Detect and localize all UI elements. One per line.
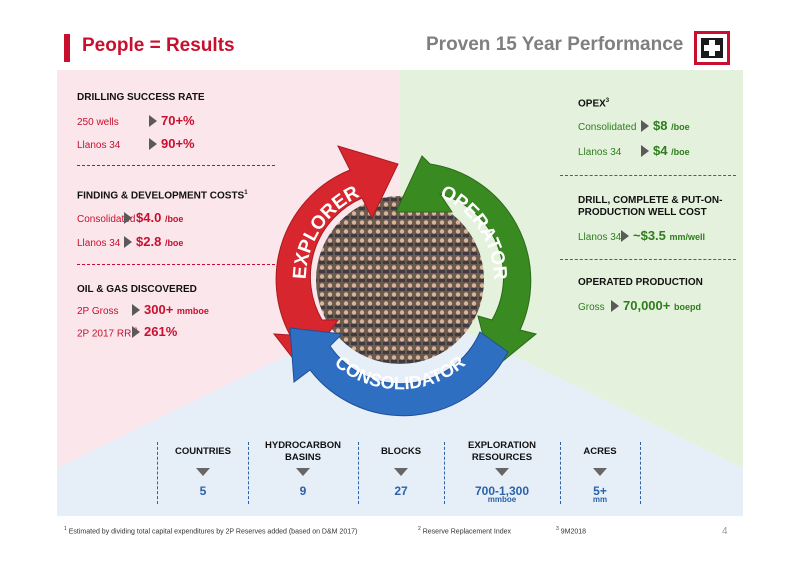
fd-heading: FINDING & DEVELOPMENT COSTS1 (77, 190, 248, 202)
stat-divider (157, 442, 158, 504)
fd-label-1: Consolidated (77, 214, 136, 225)
prod-heading: OPERATED PRODUCTION (578, 277, 703, 288)
stat-basins: HYDROCARBON BASINS 9 (265, 440, 341, 498)
opex-value-1: $8 /boe (653, 118, 690, 133)
arrow-right-icon (611, 300, 619, 312)
footnote-1: 1 Estimated by dividing total capital ex… (64, 526, 358, 536)
opex-heading: OPEX3 (578, 98, 610, 110)
opex-label-1: Consolidated (578, 122, 637, 133)
arrow-right-icon (149, 138, 157, 150)
drilling-heading: DRILLING SUCCESS RATE (77, 92, 205, 103)
fd-value-2: $2.8 /boe (136, 234, 184, 249)
stat-divider (640, 442, 641, 504)
arrow-right-icon (132, 304, 140, 316)
stat-divider (560, 442, 561, 504)
drill-value-1: ~$3.5 mm/well (633, 228, 706, 243)
fd-label-2: Llanos 34 (77, 238, 121, 249)
drilling-value-2: 90+% (161, 136, 195, 151)
drilling-label-2: Llanos 34 (77, 140, 121, 151)
stat-resources: EXPLORATION RESOURCES 700-1,300 mmboe (468, 440, 536, 504)
arrow-right-icon (124, 236, 132, 248)
opex-label-2: Llanos 34 (578, 147, 622, 158)
footnote-2: 2 Reserve Replacement Index (418, 526, 512, 536)
page-number: 4 (722, 526, 728, 537)
section-divider (77, 165, 275, 166)
arrow-right-icon (149, 115, 157, 127)
oil-value-1: 300+ mmboe (144, 302, 209, 317)
oil-label-1: 2P Gross (77, 306, 119, 317)
prod-label-1: Gross (578, 302, 605, 313)
section-divider (560, 175, 736, 176)
stat-divider (248, 442, 249, 504)
drilling-value-1: 70+% (161, 113, 195, 128)
arrow-right-icon (641, 145, 649, 157)
oil-value-2: 261% (144, 324, 178, 339)
drilling-label-1: 250 wells (77, 117, 119, 128)
consolidator-arrow (289, 327, 509, 417)
company-logo (694, 31, 730, 65)
cycle-diagram: EXPLORER OPERATOR CONSOLIDATOR (272, 145, 538, 417)
oil-label-2: 2P 2017 RRI2 (77, 328, 138, 340)
stat-divider (444, 442, 445, 504)
arrow-right-icon (132, 326, 140, 338)
stat-blocks: BLOCKS 27 (380, 446, 422, 498)
arrow-right-icon (124, 212, 132, 224)
section-divider (77, 264, 275, 265)
stat-countries: COUNTRIES 5 (175, 446, 231, 498)
arrow-down-icon (296, 468, 310, 476)
right-green-panel (400, 70, 743, 468)
prod-value-1: 70,000+ boepd (623, 298, 701, 313)
people-mosaic (316, 196, 484, 364)
arrow-right-icon (641, 120, 649, 132)
oil-heading: OIL & GAS DISCOVERED (77, 284, 197, 295)
arrow-down-icon (593, 468, 607, 476)
explorer-arrow (272, 145, 399, 371)
arrow-down-icon (196, 468, 210, 476)
fd-value-1: $4.0 /boe (136, 210, 184, 225)
left-pink-panel (57, 70, 400, 468)
stat-acres: ACRES 5+ mm (583, 446, 617, 504)
footnote-3: 3 9M2018 (556, 526, 587, 536)
page-subtitle: Proven 15 Year Performance (426, 34, 684, 55)
title-accent-bar (64, 34, 70, 62)
drill-heading: DRILL, COMPLETE & PUT-ON-PRODUCTION WELL… (578, 195, 723, 218)
page-title: People = Results (82, 35, 235, 56)
stat-divider (358, 442, 359, 504)
arrow-right-icon (621, 230, 629, 242)
arrow-down-icon (394, 468, 408, 476)
drill-label-1: Llanos 34 (578, 232, 622, 243)
section-divider (560, 259, 736, 260)
arrow-down-icon (495, 468, 509, 476)
opex-value-2: $4 /boe (653, 143, 690, 158)
